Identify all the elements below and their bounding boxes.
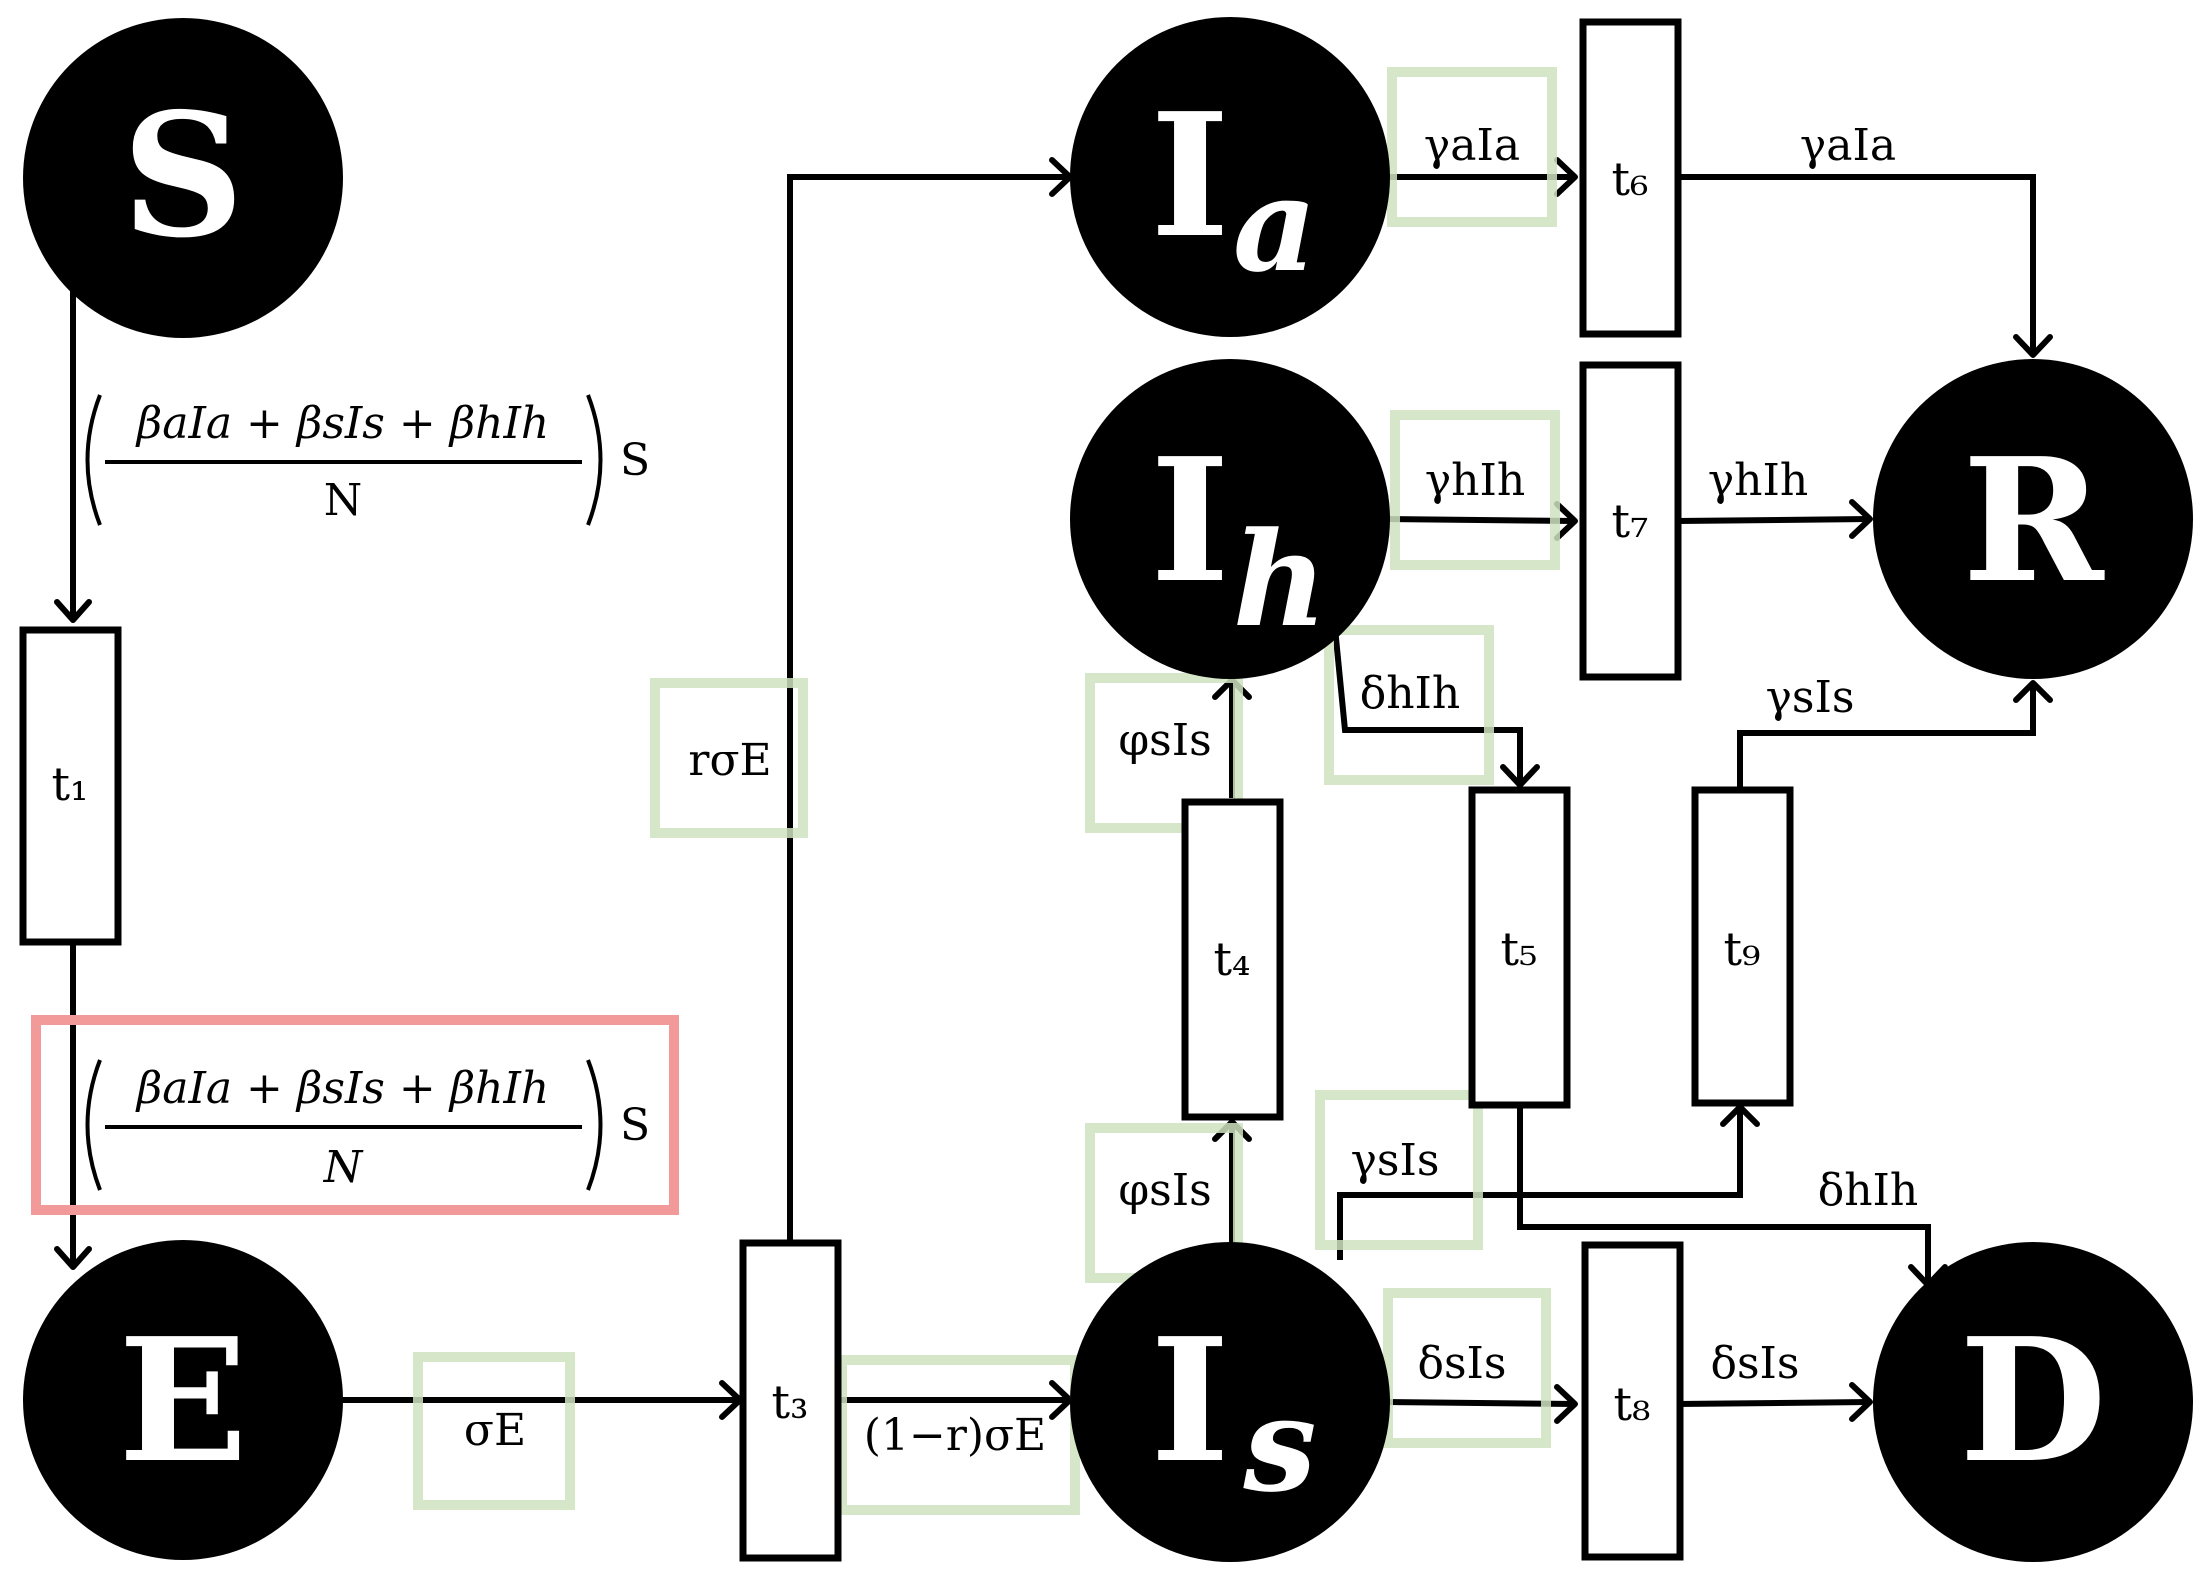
highlight-gamma-s <box>1315 1090 1483 1250</box>
node-s-label: S <box>122 76 245 276</box>
node-ia-subscript: a <box>1233 148 1317 301</box>
arrowhead-t5 <box>1500 764 1540 788</box>
transition-t1-label: t₁ <box>52 757 89 811</box>
node-e: E <box>23 1240 343 1560</box>
edge-t9-to-r <box>1737 683 2036 790</box>
transition-t9-label: t₉ <box>1724 922 1761 976</box>
edge-t3-to-ia <box>787 174 1070 1240</box>
highlight-delta-s <box>1383 1288 1551 1448</box>
arrowhead-t7 <box>1554 501 1578 541</box>
rate-gamma-a-out: γaIa <box>1800 120 1896 171</box>
rate-gamma-s-in: γsIs <box>1351 1135 1440 1186</box>
transition-t4: t₄ <box>1181 798 1284 1121</box>
paren-left-top <box>85 394 102 526</box>
node-is-label: I <box>1150 1301 1230 1501</box>
paren-left-bottom <box>85 1059 102 1191</box>
edge-ih-to-t7 <box>1384 516 1576 524</box>
transition-t5-label: t₅ <box>1501 922 1538 976</box>
rate-delta-s-out: δsIs <box>1710 1338 1799 1389</box>
edge-is-to-t9 <box>1337 1107 1743 1260</box>
node-d: D <box>1873 1242 2193 1562</box>
transition-t3-label: t₃ <box>772 1375 809 1429</box>
edge-t7-to-r <box>1676 516 1871 524</box>
node-r: R <box>1873 359 2193 679</box>
rate-r-sigma-e: rσE <box>688 735 771 786</box>
arrowhead-t8 <box>1554 1384 1578 1424</box>
node-ih-label: I <box>1150 421 1230 621</box>
transition-t3: t₃ <box>739 1239 842 1562</box>
node-is: I s <box>1070 1242 1390 1562</box>
rate-gamma-a-in: γaIa <box>1424 120 1520 171</box>
edge-t8-to-d <box>1676 1399 1871 1407</box>
transition-t7: t₇ <box>1579 361 1682 681</box>
paren-right-top <box>586 394 603 526</box>
node-e-label: E <box>118 1301 248 1501</box>
node-ih: I h <box>1070 359 1390 679</box>
transition-t6: t₆ <box>1579 18 1682 338</box>
arrowhead-r-bottom <box>2013 680 2053 703</box>
highlight-sigma-e <box>413 1352 575 1510</box>
node-ih-subscript: h <box>1233 503 1328 656</box>
force-factor-bottom: S <box>620 1100 650 1151</box>
edge-ih-to-t5 <box>1332 627 1523 785</box>
node-d-label: D <box>1959 1301 2106 1501</box>
rate-force-of-infection-bottom: βaIa + βsIs + βhIh N S <box>85 1059 650 1193</box>
rate-delta-s-in: δsIs <box>1417 1338 1506 1389</box>
transition-t7-label: t₇ <box>1612 494 1649 548</box>
edge-t5-to-d <box>1517 1107 1931 1285</box>
arrowhead-d-left <box>1849 1382 1873 1422</box>
node-ia: I a <box>1070 17 1390 337</box>
force-numerator-bottom: βaIa + βsIs + βhIh <box>135 1063 549 1114</box>
paren-right-bottom <box>586 1059 603 1191</box>
transition-t6-label: t₆ <box>1612 152 1649 206</box>
highlight-gamma-a <box>1387 67 1557 227</box>
transition-t1: t₁ <box>19 626 122 946</box>
node-is-subscript: s <box>1242 1368 1316 1521</box>
rate-gamma-s-out: γsIs <box>1766 672 1855 723</box>
node-s: S <box>23 18 343 338</box>
arrowhead-e <box>54 1246 92 1270</box>
rate-force-of-infection-top: βaIa + βsIs + βhIh N S <box>85 394 650 526</box>
highlight-force-of-infection <box>31 1015 679 1215</box>
highlight-gamma-h <box>1390 410 1560 570</box>
rate-gamma-h-out: γhIh <box>1708 455 1808 506</box>
arrowhead-t6 <box>1554 157 1578 197</box>
edge-t6-to-r <box>1677 174 2036 355</box>
transition-t9: t₉ <box>1691 786 1794 1107</box>
highlight-delta-h <box>1324 625 1494 785</box>
force-factor-top: S <box>620 435 650 486</box>
highlight-phi-s-top <box>1085 673 1243 833</box>
rate-one-minus-r-sigma-e: (1−r)σE <box>864 1410 1046 1461</box>
force-denominator-bottom: N <box>323 1142 364 1193</box>
transition-t8-label: t₈ <box>1614 1377 1651 1431</box>
highlight-r-sigma-e <box>650 678 808 838</box>
rate-gamma-h-in: γhIh <box>1425 455 1525 506</box>
arrowhead-t1 <box>54 599 92 623</box>
arrowhead-t9 <box>1720 1104 1760 1127</box>
rate-delta-h-out: δhIh <box>1818 1165 1919 1216</box>
rate-phi-s-top: φsIs <box>1118 715 1211 766</box>
rate-phi-s-bottom: φsIs <box>1118 1165 1211 1216</box>
node-r-label: R <box>1962 421 2105 621</box>
arrowhead-t4 <box>1212 1119 1252 1142</box>
transition-t8: t₈ <box>1581 1241 1684 1561</box>
arrowhead-r-top <box>2013 334 2053 358</box>
transition-t4-label: t₄ <box>1214 932 1251 986</box>
rate-delta-h-in: δhIh <box>1360 668 1461 719</box>
node-ia-label: I <box>1150 76 1230 276</box>
arrowhead-r-left <box>1849 499 1873 539</box>
transition-t5: t₅ <box>1468 786 1571 1109</box>
force-denominator-top: N <box>324 475 363 526</box>
force-numerator-top: βaIa + βsIs + βhIh <box>135 398 549 449</box>
rate-sigma-e: σE <box>464 1405 526 1456</box>
